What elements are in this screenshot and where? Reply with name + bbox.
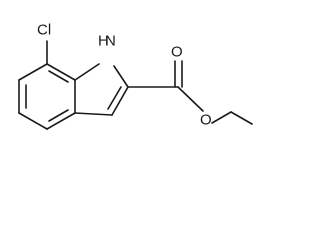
bond-ester-oxygen-to-ethyl <box>211 111 232 124</box>
bond-c2-c3 <box>111 86 129 116</box>
atom-labels: Cl H N O O <box>37 22 212 129</box>
bond-c7-c7a <box>46 63 76 81</box>
chlorine-label: Cl <box>37 22 51 39</box>
aromatic-double-bond-1 <box>48 70 69 83</box>
bond-c3-c3a <box>74 112 113 116</box>
benzene-ring <box>18 63 76 130</box>
substituent-bonds <box>46 40 253 125</box>
pyrrole-ring <box>74 63 129 116</box>
chemical-structure-diagram: Cl H N O O <box>18 22 253 130</box>
bond-n1-c2 <box>113 65 129 88</box>
aromatic-double-bond-2 <box>48 109 69 122</box>
bond-carbonyl-to-ester-oxygen <box>177 86 204 112</box>
bond-c2-c3-double <box>107 86 122 110</box>
nitrogen-hydrogen-label: H <box>98 33 109 50</box>
bond-ethyl-ch2-ch3 <box>230 111 253 125</box>
nitrogen-label: N <box>105 33 116 50</box>
carbonyl-oxygen-label: O <box>171 44 183 61</box>
bond-c7a-n1 <box>74 63 100 81</box>
bond-c4-c5 <box>18 112 48 130</box>
ester-oxygen-label: O <box>200 112 212 129</box>
bond-c3a-c4 <box>46 112 76 130</box>
bond-c6-c7 <box>18 63 48 81</box>
